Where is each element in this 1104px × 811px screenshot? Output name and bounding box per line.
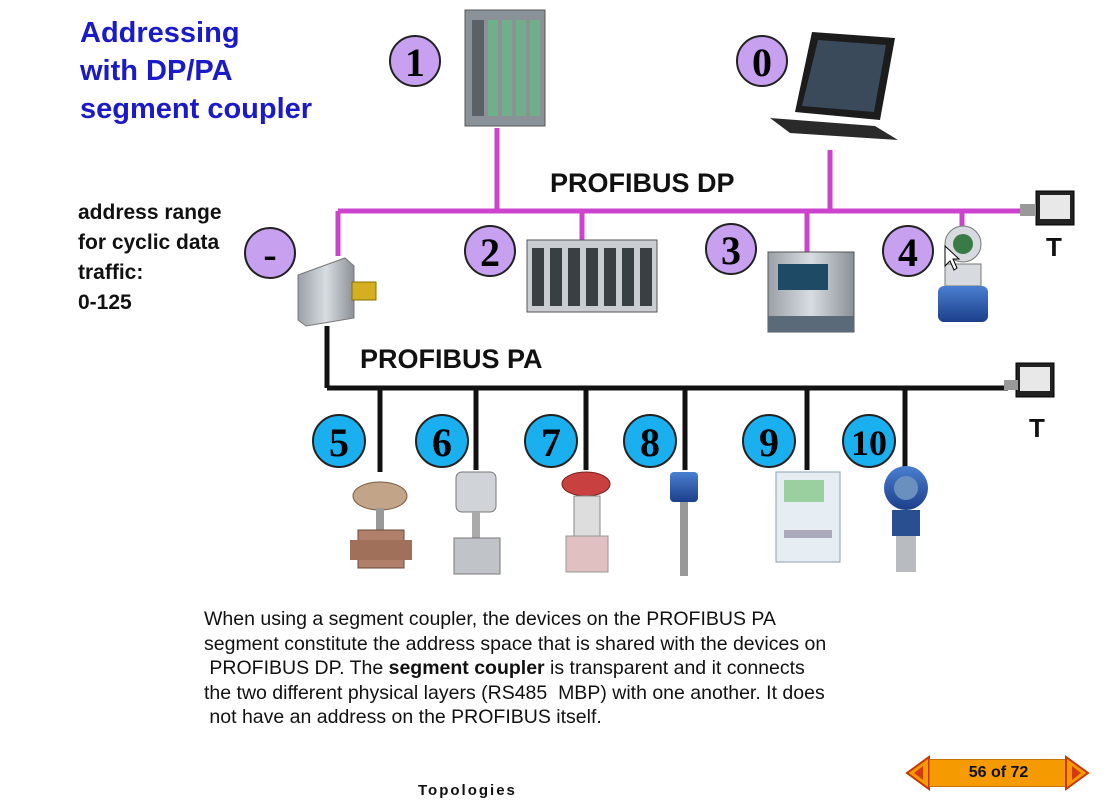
address-label-plc: 1 [405,40,425,85]
address-range-note: address range for cyclic data traffic: 0… [78,198,222,318]
segment-coupler-device [297,257,377,327]
plc-rack-device [464,9,546,127]
radar-sensor-device [884,466,928,572]
dp-bus-lines [335,128,1022,256]
pa-terminator-label: T [1029,413,1045,443]
title-line: Addressing [80,17,240,49]
dp-address-circles: 1 0 - 2 3 4 [244,35,934,279]
remote-io-device [526,239,658,313]
control-valve-device [561,471,611,573]
address-label-pa: 6 [432,420,452,465]
footer-section-label: Topologies [418,782,517,799]
display-controller-device [767,251,855,333]
pa-bus-lines [324,326,1008,472]
slide-navigation: 56 of 72 [905,754,1090,792]
address-label-pa: 9 [759,420,779,465]
mouse-cursor-icon [944,244,961,271]
pa-terminator-device [1004,362,1055,398]
description-line: not have an address on the PROFIBUS itse… [204,706,602,728]
description-text: When using a segment coupler, the device… [204,607,964,730]
title-line: segment coupler [80,93,313,125]
description-line: When using a segment coupler, the device… [204,608,776,630]
pa-address-circles: 5 6 7 8 9 10 [312,414,896,468]
address-range-line: for cyclic data [78,231,220,254]
address-label-flowmeter: 4 [898,230,918,275]
title-line: with DP/PA [80,55,233,87]
description-line: segment constitute the address space tha… [204,632,827,655]
page-indicator: 56 of 72 [929,759,1068,787]
dp-terminator-device [1020,190,1075,226]
address-label-pa: 8 [640,420,660,465]
level-sensor-device [670,472,698,576]
pa-bus-label: PROFIBUS PA [360,344,543,374]
dp-bus-label: PROFIBUS DP [550,168,735,198]
address-range-line: 0-125 [78,291,132,314]
address-label-pa: 10 [851,423,887,463]
description-line: PROFIBUS DP. The segment coupler is tran… [204,656,964,681]
address-label-rio: 2 [480,230,500,275]
address-label-display: 3 [721,228,741,273]
page-title: Addressing with DP/PA segment coupler [80,14,312,128]
arrow-right-icon[interactable] [1064,754,1090,792]
flowmeter-device [938,225,988,322]
laptop-device [770,32,898,140]
address-range-line: address range [78,201,222,224]
address-label-pa: 7 [541,420,561,465]
address-label-pa: 5 [329,420,349,465]
address-label-laptop: 0 [752,40,772,85]
valve-positioner-device [453,471,501,575]
description-line: the two different physical layers (RS485… [204,681,825,704]
dp-terminator-label: T [1046,232,1062,262]
address-range-line: traffic: [78,261,144,284]
arrow-left-icon[interactable] [905,754,931,792]
description-fragment: is transparent and it connects [544,657,805,679]
valve-device [350,481,412,569]
transmitter-device [775,471,841,563]
description-emphasis: segment coupler [388,657,545,679]
description-fragment: PROFIBUS DP. The [204,657,389,679]
address-label-coupler: - [263,232,276,277]
